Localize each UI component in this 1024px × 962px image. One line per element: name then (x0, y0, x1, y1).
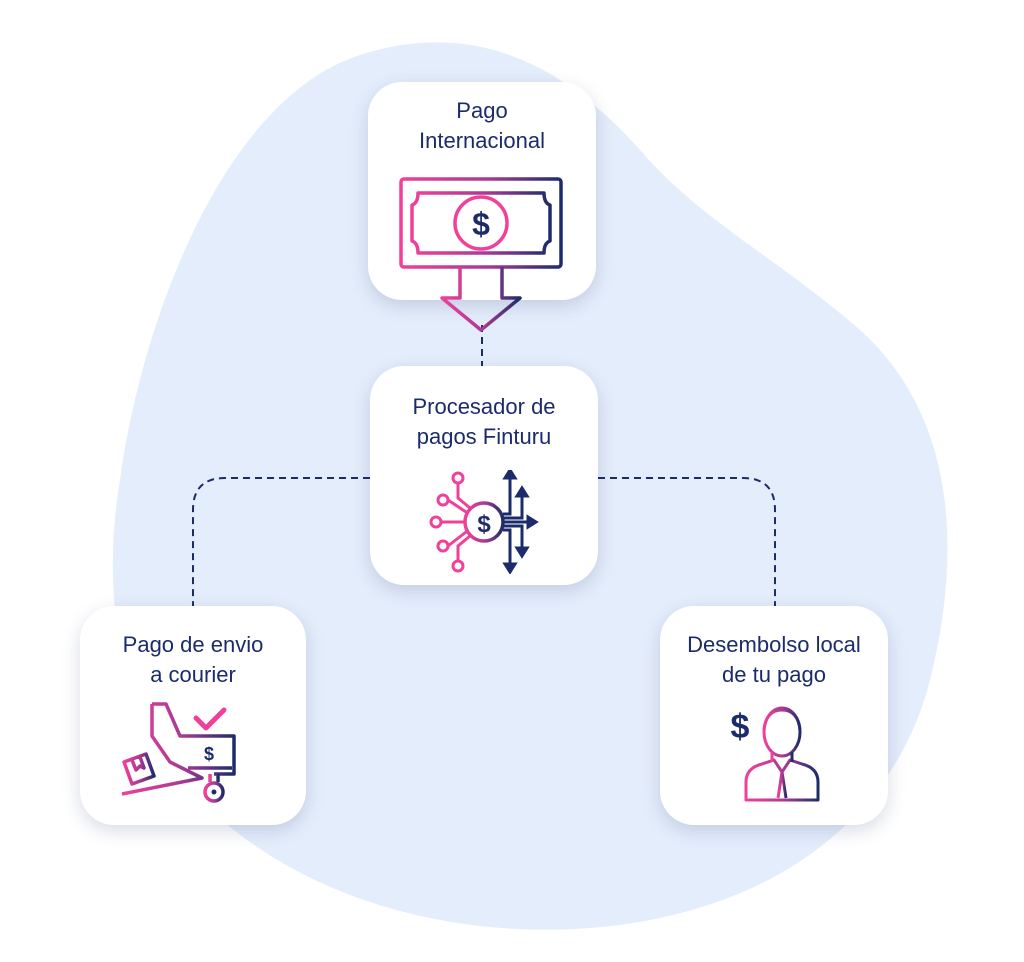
node-title-line2: de tu pago (722, 662, 826, 687)
svg-text:$: $ (204, 744, 214, 764)
node-title-line1: Procesador de (412, 394, 556, 419)
node-procesador-finturu: Procesador de pagos Finturu $ (370, 366, 598, 585)
svg-text:$: $ (731, 708, 750, 746)
node-pago-courier: Pago de envio a courier $ (80, 606, 306, 825)
svg-text:$: $ (477, 511, 491, 538)
node-title-line2: pagos Finturu (416, 424, 552, 449)
connector-lines (192, 325, 776, 606)
node-title-line1: Pago de envio (122, 632, 264, 657)
node-title-line2: Internacional (419, 128, 545, 153)
banknote-dollar-icon: $ (399, 177, 563, 332)
hand-package-payment-icon: $ (121, 702, 236, 803)
node-pago-internacional: Pago Internacional (368, 82, 596, 300)
node-title-line1: Desembolso local (687, 632, 861, 657)
dollar-circuit-icon: $ (429, 470, 539, 574)
node-desembolso-local: Desembolso local de tu pago $ (660, 606, 888, 825)
node-title-line1: Pago (456, 98, 508, 123)
person-dollar-icon: $ (731, 706, 820, 802)
svg-text:$: $ (472, 206, 490, 242)
node-title-line2: a courier (150, 662, 236, 687)
